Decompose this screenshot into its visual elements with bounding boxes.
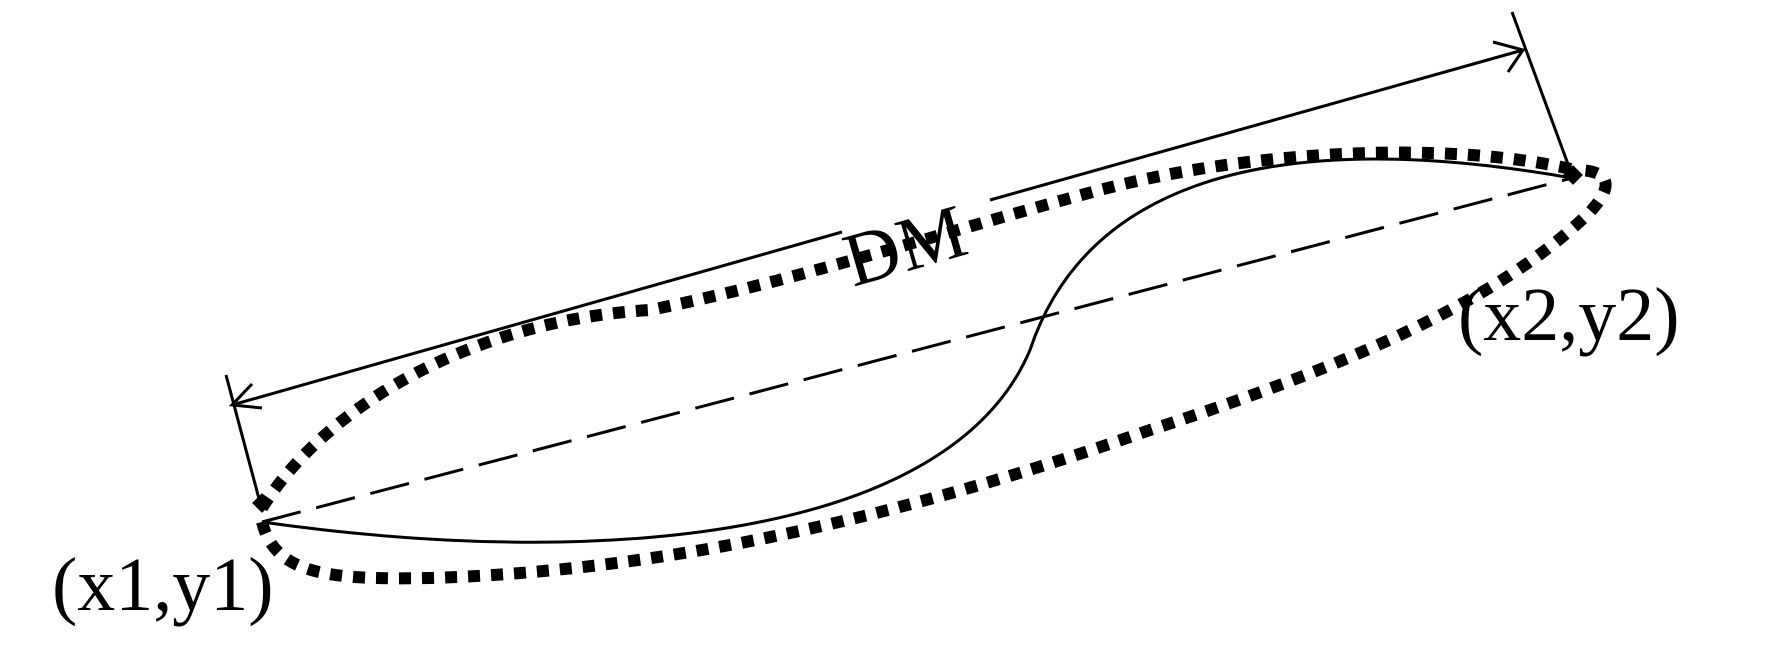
dimension-line-right [989, 48, 1524, 202]
extension-line-right [1510, 11, 1574, 176]
dimension-line-left [231, 230, 843, 407]
dashed-chord-line [261, 176, 1573, 524]
extension-line-left [224, 374, 264, 511]
arrowhead-right [1492, 40, 1526, 73]
endpoint-marker-start [252, 493, 272, 513]
start-point-label: (x1,y1) [52, 543, 274, 627]
endpoint-marker-end [1563, 165, 1583, 185]
arrowhead-left [228, 382, 263, 410]
s-curve [261, 157, 1573, 544]
dotted-envelope-lower [256, 164, 1612, 585]
end-point-label: (x2,y2) [1458, 273, 1680, 357]
dimension-label: DM [835, 189, 976, 304]
dotted-envelope-upper [256, 146, 1577, 512]
